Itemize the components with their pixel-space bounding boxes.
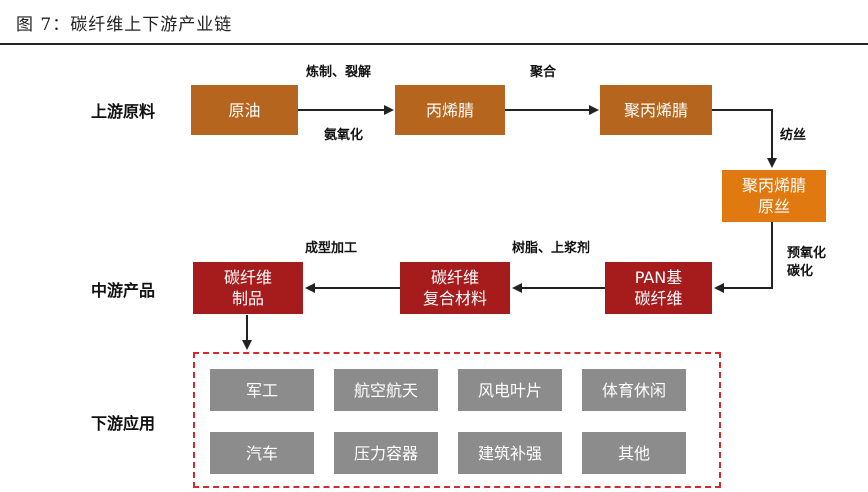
edge-label-forming: 成型加工 [305, 241, 358, 256]
row-label-downstream: 下游应用 [91, 414, 156, 433]
app-aerospace: 航空航天 [334, 369, 438, 411]
node-cf-products: 碳纤维 制品 [193, 262, 303, 314]
node-cf-composite: 碳纤维 复合材料 [400, 262, 510, 314]
edge-label-polymerize: 聚合 [530, 65, 557, 80]
app-other: 其他 [582, 432, 686, 474]
node-crude-oil: 原油 [191, 85, 298, 135]
edge-label-resin-sizing: 树脂、上浆剂 [512, 241, 591, 256]
edge-label-ammoxidation: 氨氧化 [324, 128, 364, 143]
node-acrylonitrile: 丙烯腈 [395, 85, 505, 135]
row-label-upstream: 上游原料 [91, 102, 156, 121]
app-construction-reinforcement: 建筑补强 [458, 432, 562, 474]
applications-frame [193, 352, 721, 488]
arrow-precursor-to-carbon-fiber [714, 222, 773, 293]
app-wind-blades: 风电叶片 [458, 369, 562, 411]
node-pan-carbon-fiber: PAN基 碳纤维 [605, 262, 712, 314]
app-automotive: 汽车 [210, 432, 314, 474]
edge-label-refine-crack: 炼制、裂解 [306, 65, 372, 80]
figure-title: 图 7：碳纤维上下游产业链 [16, 15, 233, 35]
node-polyacrylonitrile: 聚丙烯腈 [600, 85, 712, 135]
app-pressure-vessels: 压力容器 [334, 432, 438, 474]
edge-label-preox-carbonize: 预氧化 碳化 [787, 246, 827, 279]
row-label-midstream: 中游产品 [91, 281, 156, 300]
app-sports-leisure: 体育休闲 [582, 369, 686, 411]
title-divider [0, 43, 868, 45]
edge-label-spinning: 纺丝 [780, 128, 807, 143]
node-pan-precursor: 聚丙烯腈 原丝 [722, 170, 826, 222]
app-military: 军工 [210, 369, 314, 411]
arrow-pan-to-precursor [712, 109, 777, 168]
